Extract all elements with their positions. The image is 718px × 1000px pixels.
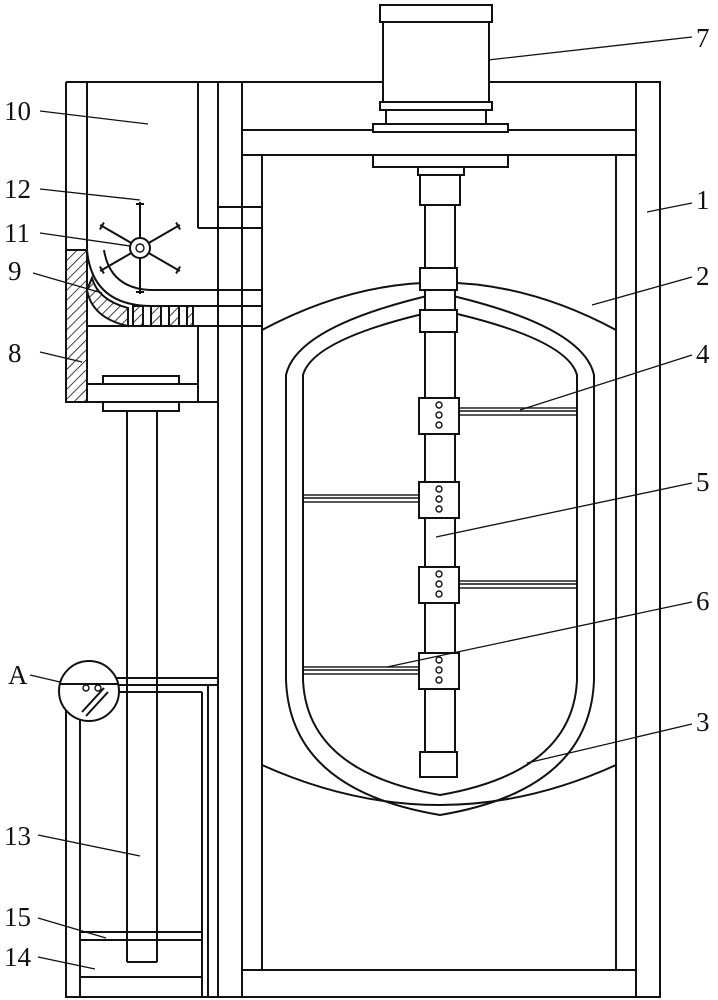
label-12: 12 (4, 174, 31, 204)
leader-lines (29, 36, 693, 970)
label-4: 4 (696, 339, 710, 369)
label-13: 13 (4, 821, 31, 851)
fan (97, 202, 183, 295)
label-1: 1 (696, 185, 710, 215)
vertical-rod (126, 411, 158, 963)
label-14: 14 (4, 942, 32, 972)
part-labels: 1 2 3 4 5 6 7 8 9 10 11 12 13 14 15 A (4, 23, 710, 972)
lower-box (65, 677, 219, 998)
label-5: 5 (696, 467, 710, 497)
label-7: 7 (696, 23, 710, 53)
filter-mesh (85, 274, 194, 328)
label-3: 3 (696, 707, 710, 737)
label-2: 2 (696, 261, 710, 291)
label-6: 6 (696, 586, 710, 616)
detail-circle-a (58, 660, 120, 722)
label-8: 8 (8, 338, 22, 368)
flange-plates (86, 375, 199, 412)
label-9: 9 (8, 256, 22, 286)
label-15: 15 (4, 902, 31, 932)
duct-housing (65, 81, 262, 403)
label-a: A (8, 660, 28, 690)
motor (372, 4, 509, 176)
tank-body (261, 281, 617, 817)
label-10: 10 (4, 96, 31, 126)
hatched-wall (65, 249, 88, 403)
label-11: 11 (4, 218, 30, 248)
